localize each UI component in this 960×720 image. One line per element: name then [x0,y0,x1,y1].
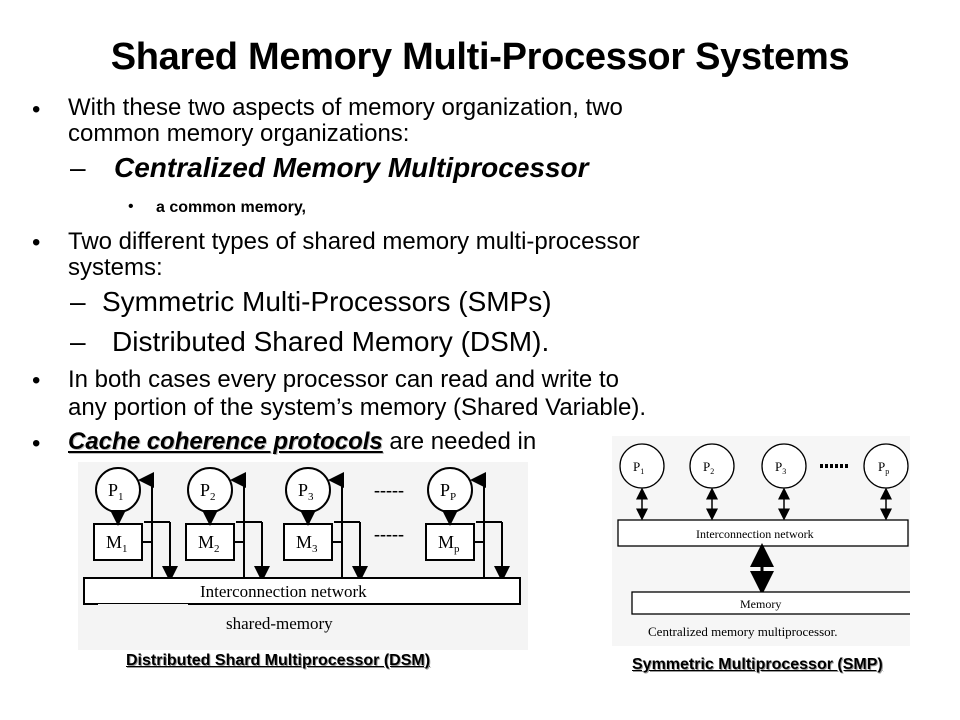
smp-memory-label: Memory [740,597,781,611]
smp-figure-caption: Centralized memory multiprocessor. [648,624,838,639]
smp-interconnection-box [617,519,909,547]
smp-p3-label: P3 [775,459,786,476]
smp-caption: Symmetric Multiprocessor (SMP) [632,656,883,673]
smp-diagram: P1 P2 P3 Pp Interconnection network Memo… [612,436,910,646]
dsm-node-3 [283,467,368,582]
smp-pp-circle [863,443,909,489]
dsm-m2-label: M2 [198,532,220,555]
smp-memory-box [631,591,910,615]
sub-bullet-dsm: Distributed Shared Memory (DSM). [112,326,550,357]
dsm-shared-memory-label: shared-memory [226,614,333,633]
dsm-p3-label: P3 [298,480,314,503]
dsm-p1-label: P1 [108,480,124,503]
bullet-3-marker: • [32,367,41,394]
dsm-node-p [425,467,510,582]
bullet-4-text: Cache coherence protocols are needed in [68,428,536,456]
dsm-pp-label: PP [440,480,456,503]
sub-bullet-smp: Symmetric Multi-Processors (SMPs) [102,286,552,317]
dsm-caption: Distributed Shard Multiprocessor (DSM) [126,652,431,669]
bullet-1-line-2: common memory organizations: [68,120,410,147]
dsm-m1-label: M1 [106,532,128,555]
bullet-2-marker: • [32,229,41,256]
bullet-4-rest: are needed in [382,428,537,455]
subsub-bullet-marker: • [128,198,134,215]
smp-interconnection-label: Interconnection network [696,527,814,541]
sub-bullet-dash-3: – [70,326,86,357]
dsm-nodes [93,467,510,582]
smp-pp-label: Pp [878,459,889,476]
dsm-diagram: P1 P2 P3 PP M1 M2 M3 Mp ----- ----- Inte… [78,462,528,650]
cache-coherence-link: Cache coherence protocols [68,428,383,455]
dsm-interconnection-label: Interconnection network [200,582,367,601]
dsm-ellipsis-top: ----- [374,480,404,500]
smp-processors [619,443,909,489]
dsm-mp-label: Mp [438,532,460,555]
dsm-node-2 [185,467,270,582]
sub-bullet-centralized: Centralized Memory Multiprocessor [114,152,589,183]
smp-p2-circle [689,443,735,489]
smp-p1-circle [619,443,665,489]
sub-bullet-dash-1: – [70,152,86,183]
bullet-2-line-1: Two different types of shared memory mul… [68,228,640,255]
bullet-4-marker: • [32,430,41,457]
bullet-1-marker: • [32,96,41,123]
smp-p1-label: P1 [633,459,644,476]
dsm-m3-label: M3 [296,532,318,555]
smp-p3-circle [761,443,807,489]
dsm-node-1 [93,467,178,582]
dsm-p2-label: P2 [200,480,216,503]
bullet-1-line-1: With these two aspects of memory organiz… [68,94,623,121]
slide-title: Shared Memory Multi-Processor Systems [110,36,850,78]
bullet-2-line-2: systems: [68,254,163,281]
dsm-ellipsis-bottom: ----- [374,524,404,544]
bullet-3-line-1: In both cases every processor can read a… [68,366,619,393]
dsm-interconnection-box [83,577,521,605]
sub-bullet-dash-2: – [70,286,86,317]
subsub-bullet-common-memory: a common memory, [156,199,306,216]
smp-p2-label: P2 [703,459,714,476]
bullet-3-line-2: any portion of the system’s memory (Shar… [68,394,647,421]
